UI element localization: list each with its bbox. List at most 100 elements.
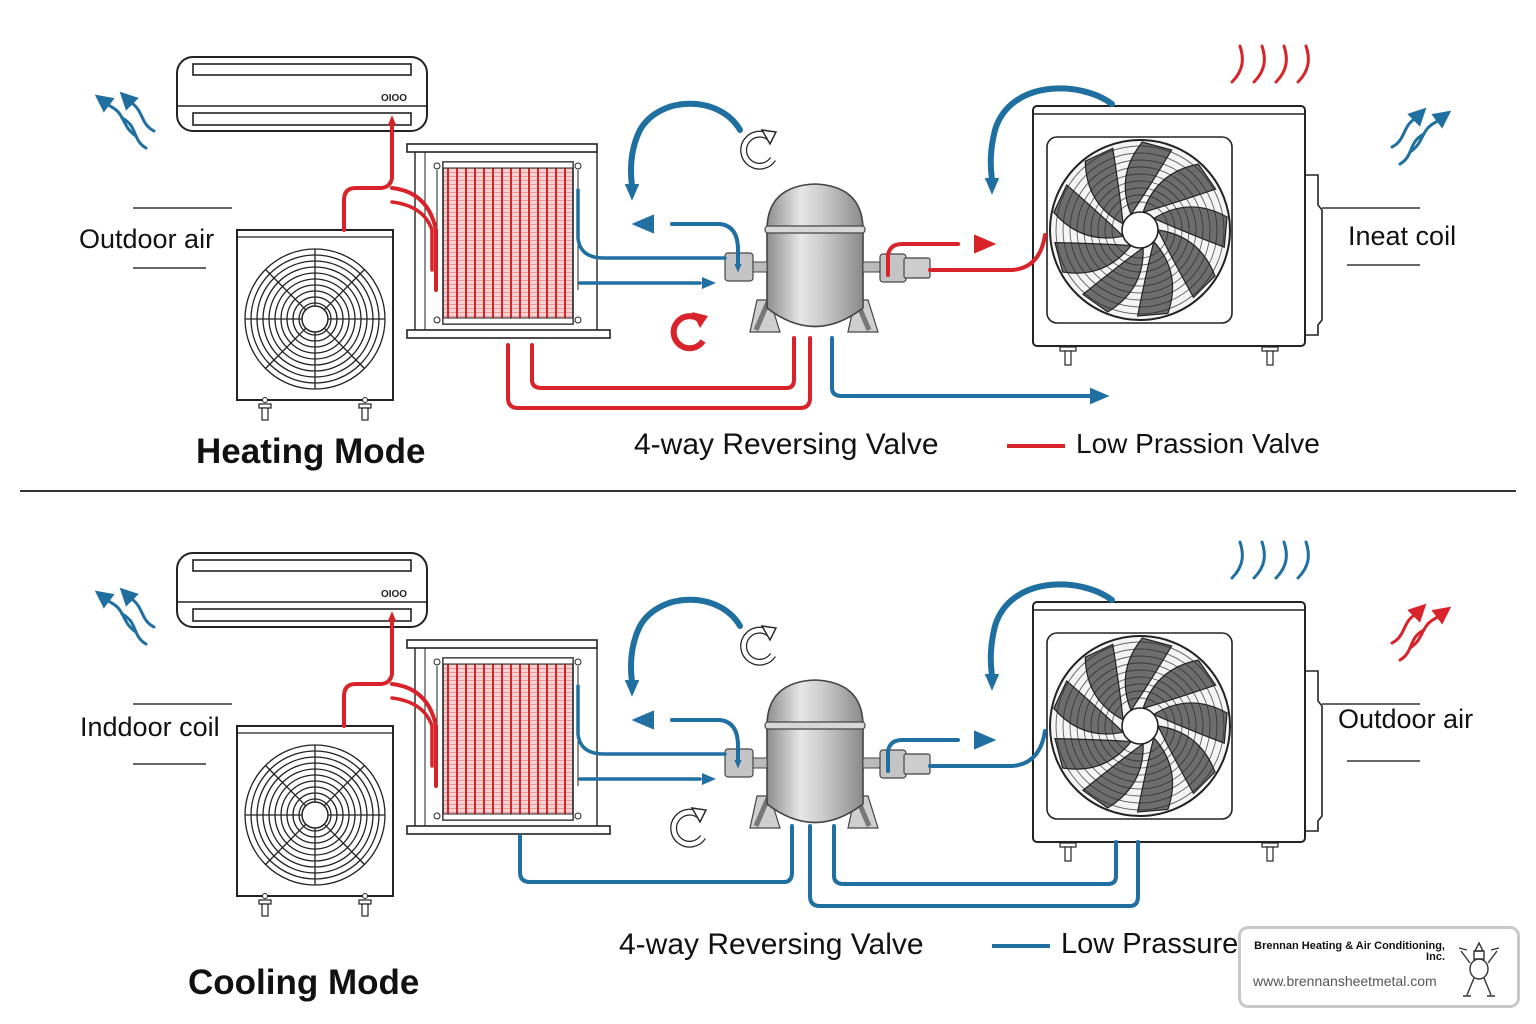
fan-guard-ring bbox=[1069, 655, 1211, 797]
fan-hub bbox=[1121, 707, 1159, 745]
refresh-icon-fill bbox=[671, 810, 705, 847]
coil-inlet-pipe-2 bbox=[390, 696, 434, 768]
fan-grille-spoke bbox=[323, 327, 365, 369]
air-wave bbox=[1398, 132, 1426, 166]
supply-pipe-to-indoor bbox=[342, 620, 394, 728]
fan-guard-ring bbox=[1104, 194, 1176, 266]
coil-to-valve-pipe bbox=[576, 684, 727, 756]
top-right-arc bbox=[987, 85, 1115, 183]
company-url[interactable]: www.brennansheetmetal.com bbox=[1253, 973, 1437, 989]
credit-box: Brennan Heating & Air Conditioning, Inc.… bbox=[1238, 926, 1520, 1008]
air-wave bbox=[1390, 603, 1427, 645]
coil-bolt bbox=[433, 658, 441, 666]
bottom-outlet-arrow bbox=[1090, 387, 1110, 405]
air-wave bbox=[94, 590, 138, 634]
refresh-icon-head bbox=[760, 129, 778, 146]
foot bbox=[361, 407, 369, 421]
right-valve-body bbox=[879, 253, 907, 283]
fan-blade bbox=[1054, 737, 1133, 770]
refresh-icon-head bbox=[760, 625, 778, 642]
coil-bolt bbox=[574, 812, 582, 820]
foot bbox=[261, 903, 269, 917]
foot-bolt bbox=[362, 397, 368, 403]
fan-guard-ring bbox=[1090, 180, 1190, 280]
fan-blade bbox=[1142, 163, 1217, 214]
label-rules bbox=[133, 703, 1420, 765]
top-right-arc bbox=[987, 581, 1115, 679]
cooling-mode-section: OIOO bbox=[94, 540, 1452, 948]
top-right-arc-arrow bbox=[984, 178, 1000, 195]
heat-wave bbox=[1252, 44, 1266, 84]
company-name: Brennan Heating & Air Conditioning, Inc. bbox=[1254, 940, 1445, 963]
heat-waves bbox=[1230, 44, 1310, 84]
foot-bolt bbox=[262, 397, 268, 403]
left-air-waves bbox=[94, 91, 156, 150]
fan-guard-ring bbox=[1097, 683, 1183, 769]
fan-guard-ring bbox=[1104, 690, 1176, 762]
refrigerant-pipes bbox=[342, 85, 1115, 410]
fan-guard-ring bbox=[1062, 152, 1218, 308]
heating-mode-section: OIOO bbox=[94, 44, 1452, 448]
left-flow-arrow bbox=[631, 214, 654, 234]
fan-blade bbox=[1136, 240, 1174, 317]
heat-wave bbox=[1296, 44, 1310, 84]
top-left-arc bbox=[628, 100, 743, 189]
outdoor-foot-plate bbox=[1059, 346, 1077, 352]
fan-grille-spoke bbox=[265, 327, 307, 369]
heat-wave bbox=[1230, 44, 1244, 84]
fan-guard-ring bbox=[1076, 662, 1204, 790]
cooling-right-label: Outdoor air bbox=[1338, 704, 1474, 734]
compressor-shell bbox=[766, 183, 864, 328]
coil-bolt bbox=[574, 316, 582, 324]
right-valve-fitting bbox=[903, 257, 931, 279]
air-wave bbox=[1398, 628, 1426, 662]
right-air-waves bbox=[1390, 603, 1452, 662]
small-outdoor-unit bbox=[236, 725, 394, 917]
fan-grille-spoke bbox=[323, 823, 365, 865]
coil-bolt bbox=[433, 316, 441, 324]
indoor-unit-buttons: OIOO bbox=[381, 589, 407, 600]
air-wave bbox=[120, 612, 148, 646]
outdoor-foot bbox=[1064, 350, 1072, 366]
fan-grille-spoke bbox=[265, 269, 307, 311]
coil-bolt bbox=[433, 162, 441, 170]
tin-man-logo-icon bbox=[1458, 941, 1500, 997]
compressor-band bbox=[764, 721, 866, 730]
supply-pipe-to-indoor bbox=[342, 124, 394, 232]
coil-bolt bbox=[574, 658, 582, 666]
fan-grille-spoke bbox=[265, 823, 307, 865]
fan-guard-ring bbox=[1076, 166, 1204, 294]
fan-grille-spoke bbox=[323, 765, 365, 807]
fan-guard-ring bbox=[1055, 145, 1225, 315]
outdoor-side-panel bbox=[1304, 670, 1323, 832]
large-outdoor-unit bbox=[1032, 601, 1323, 862]
indoor-unit: OIOO bbox=[176, 552, 428, 628]
bottom-cycle-icon bbox=[670, 807, 708, 848]
discharge-arrow bbox=[974, 234, 997, 254]
left-air-waves bbox=[94, 587, 156, 646]
discharge-loop-pipe bbox=[886, 242, 960, 277]
air-wave bbox=[1408, 110, 1452, 154]
bottom-loop-outer bbox=[506, 336, 812, 410]
coil-top-plate bbox=[406, 639, 598, 649]
foot-plate bbox=[258, 403, 272, 409]
cooling-legend-label: Low Prassure bbox=[1061, 928, 1239, 960]
heat-wave bbox=[1274, 540, 1288, 580]
heat-wave bbox=[1274, 44, 1288, 84]
compressor-band bbox=[764, 225, 866, 234]
foot-bolt bbox=[262, 893, 268, 899]
top-cycle-icon bbox=[740, 625, 778, 666]
fan-grille-spoke bbox=[265, 765, 307, 807]
supply-arrow-up bbox=[387, 611, 397, 621]
valve-loop-arrowhead bbox=[734, 264, 742, 273]
indoor-unit-top-vent bbox=[192, 63, 412, 76]
fan-grille-spoke bbox=[323, 269, 365, 311]
return-arrow bbox=[702, 277, 716, 289]
bottom-cycle-icon bbox=[670, 312, 708, 352]
label-rules bbox=[133, 207, 1420, 269]
fan-blade bbox=[1156, 725, 1216, 795]
coil-to-valve-pipe bbox=[576, 188, 727, 260]
valve-loop-arrowhead bbox=[734, 760, 742, 769]
outdoor-foot bbox=[1266, 350, 1274, 366]
